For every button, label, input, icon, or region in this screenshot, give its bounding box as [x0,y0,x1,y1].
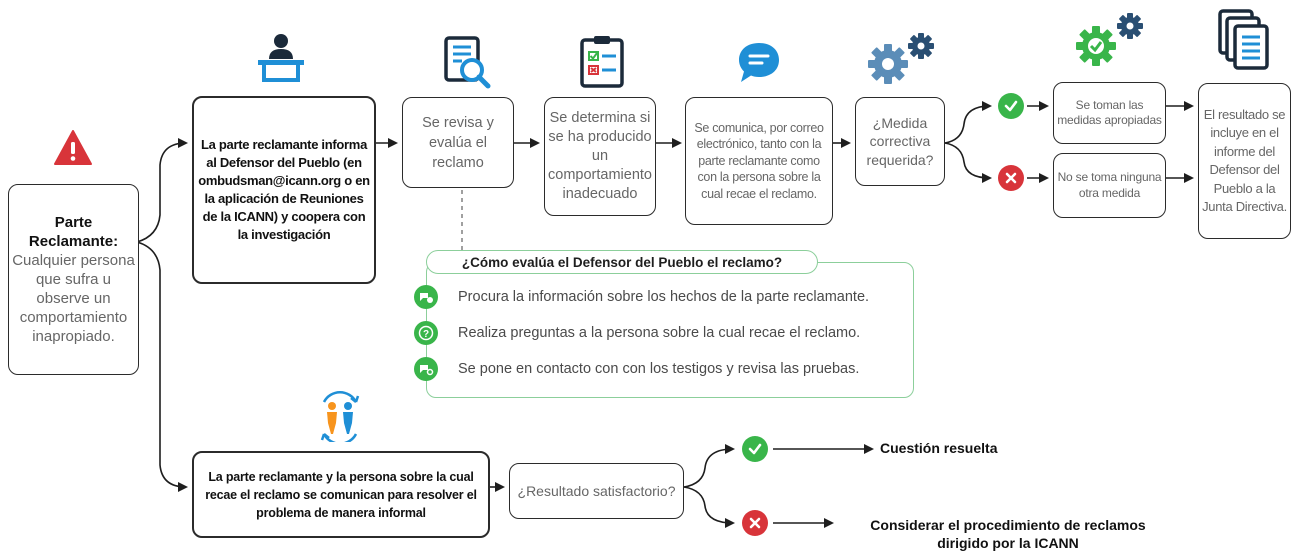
parte-reclamante-title: Parte Reclamante: [28,214,119,250]
speech-bubble-icon [739,43,779,82]
comunica-node: Se comunica, por correo electrónico, tan… [685,97,833,225]
medida-node: ¿Medida correctiva requerida? [855,97,945,186]
informal-node: La parte reclamante y la persona sobre l… [192,451,490,538]
person-at-desk-icon [258,34,304,82]
determina-node: Se determina si se ha producido un compo… [544,97,656,216]
evaluation-callout [426,262,914,398]
cross-icon [998,165,1024,191]
conversation-people-icon [320,391,360,442]
medida-text: ¿Medida correctiva requerida? [866,114,934,168]
no-se-toma-text: No se toma ninguna otra medida [1057,170,1162,200]
cross-icon [742,510,768,536]
check-icon [998,93,1024,119]
se-toman-node: Se toman las medidas apropiadas [1053,82,1166,144]
considerar-text: Considerar el procedimiento de reclamos … [870,517,1146,551]
callout-step-1: Procura la información sobre los hechos … [458,289,870,305]
gears-check-icon [1076,13,1143,66]
documents-stack-icon [1218,9,1269,70]
callout-step-3: Se pone en contacto con con los testigos… [458,361,860,377]
svg-text:?: ? [423,329,429,340]
revisa-text: Se revisa y evalúa el reclamo [422,114,494,171]
conversation-search-icon [414,357,438,381]
parte-reclamante-desc: Cualquier persona que sufra u observe un… [12,252,135,345]
callout-title: ¿Cómo evalúa el Defensor del Pueblo el r… [426,250,818,274]
gears-icon [868,33,934,84]
revisa-node: Se revisa y evalúa el reclamo [402,97,514,188]
conversation-check-icon [414,285,438,309]
resultado-text: El resultado se incluye en el informe de… [1202,106,1287,215]
question-icon: ? [414,321,438,345]
informal-text: La parte reclamante y la persona sobre l… [205,469,477,520]
checklist-icon [580,36,624,88]
satisfactorio-text: ¿Resultado satisfactorio? [517,482,676,499]
informa-node: La parte reclamante informa al Defensor … [192,96,376,284]
determina-text: Se determina si se ha producido un compo… [548,110,652,202]
resuelta-text: Cuestión resuelta [880,440,998,456]
informa-text: La parte reclamante informa al Defensor … [198,137,370,242]
resultado-node: El resultado se incluye en el informe de… [1198,83,1291,239]
callout-step-2: Realiza preguntas a la persona sobre la … [458,325,861,341]
se-toman-text: Se toman las medidas apropiadas [1057,97,1162,128]
document-search-icon [444,36,491,89]
warning-icon [54,130,92,165]
no-se-toma-node: No se toma ninguna otra medida [1053,153,1166,218]
check-icon [742,436,768,462]
satisfactorio-node: ¿Resultado satisfactorio? [509,463,684,519]
parte-reclamante-node: Parte Reclamante: Cualquier persona que … [8,184,139,375]
comunica-text: Se comunica, por correo electrónico, tan… [694,120,824,201]
